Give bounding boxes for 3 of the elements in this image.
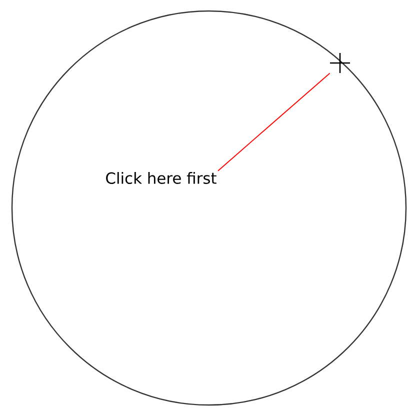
leader-line <box>218 72 330 172</box>
instruction-text: Click here first <box>106 172 216 184</box>
circle-outline <box>11 10 407 406</box>
